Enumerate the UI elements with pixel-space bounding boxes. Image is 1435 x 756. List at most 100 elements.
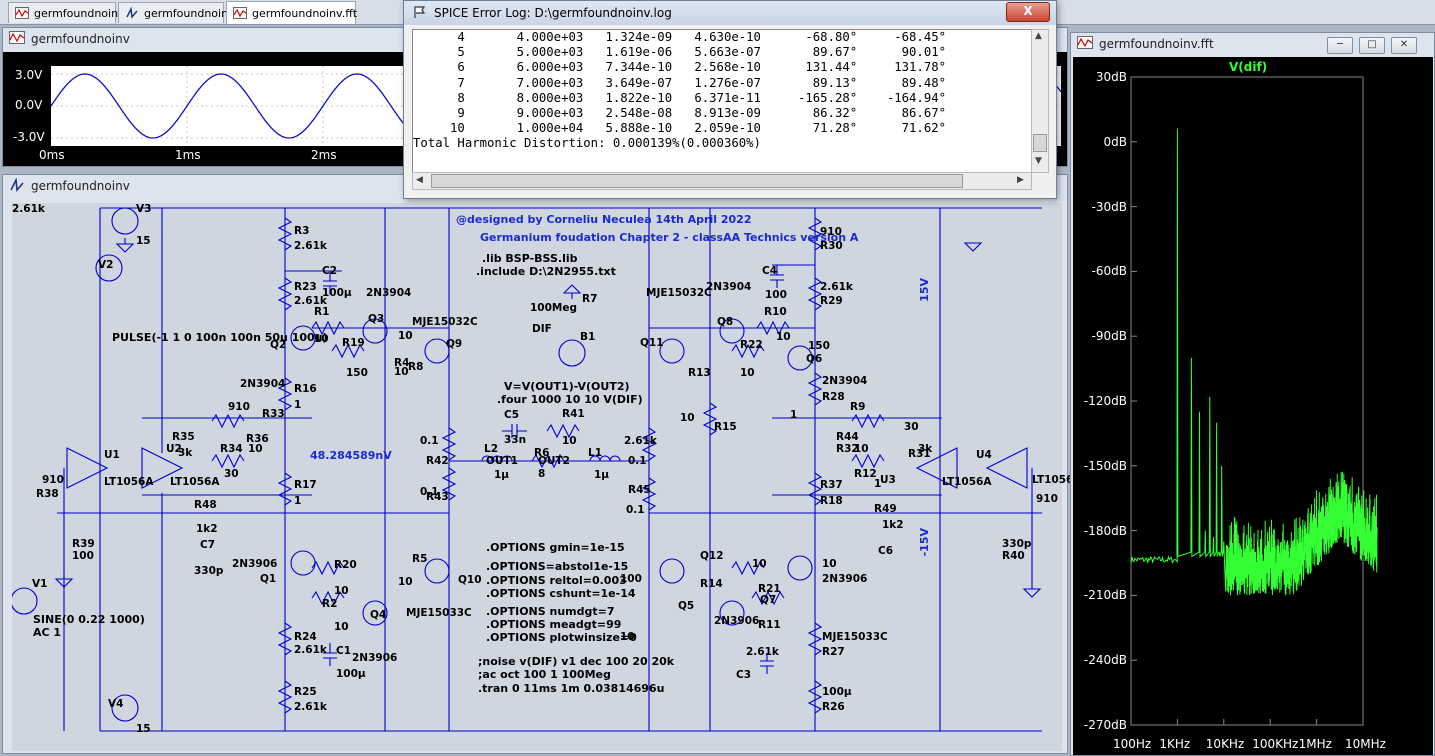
component-label: Q12 xyxy=(700,550,724,562)
component-label: Q9 xyxy=(446,338,463,350)
component-label: 2N3904 xyxy=(822,375,868,387)
component-label: Q4 xyxy=(370,609,387,621)
y-tick-label: -3.0V xyxy=(13,130,45,144)
tab-waveform[interactable]: germfoundnoinv xyxy=(8,2,125,23)
component-label: 30 xyxy=(224,468,239,480)
component-label: R27 xyxy=(822,646,845,658)
scroll-thumb[interactable] xyxy=(431,174,963,188)
option-line: .OPTIONS=abstol1e-15 xyxy=(486,560,629,574)
close-button[interactable]: ✕ xyxy=(1391,37,1417,54)
y-tick-label: -120dB xyxy=(1083,394,1127,408)
directive-line: ;ac oct 100 1 100Meg xyxy=(478,668,611,682)
component-label: R21 xyxy=(758,583,781,595)
component-label: MJE15033C xyxy=(822,631,888,643)
component-label: U2 xyxy=(166,443,182,455)
window-titlebar: germfoundnoinv xyxy=(3,28,1067,50)
component-label: Q8 xyxy=(717,316,734,328)
component-label: R39 xyxy=(72,538,95,550)
thd-line: Total Harmonic Distortion: 0.000139%(0.0… xyxy=(413,136,761,151)
tab-schematic[interactable]: germfoundnoinv xyxy=(118,2,235,23)
component-label: C3 xyxy=(736,669,752,681)
maximize-button[interactable]: □ xyxy=(1359,37,1385,54)
y-tick-label: -150dB xyxy=(1083,458,1127,473)
scroll-up-icon[interactable]: ▲ xyxy=(1035,31,1042,41)
sine-source: SINE(0 0.22 1000) xyxy=(33,613,145,626)
scroll-left-icon[interactable]: ◀ xyxy=(416,175,423,185)
close-button[interactable]: X xyxy=(1006,2,1050,22)
component-label: R23 xyxy=(294,281,317,293)
component-label: R16 xyxy=(294,383,317,395)
x-tick-label: 100KHz xyxy=(1252,737,1299,751)
scroll-thumb[interactable] xyxy=(1033,134,1047,152)
component-label: Q10 xyxy=(458,574,482,586)
x-tick-label: 10KHz xyxy=(1205,737,1245,751)
window-title: germfoundnoinv.fft xyxy=(1099,37,1214,51)
component-label: 1k2 xyxy=(882,519,904,531)
component-label: R41 xyxy=(562,408,585,420)
minimize-button[interactable]: ─ xyxy=(1327,37,1353,54)
component-label: R2 xyxy=(322,598,338,610)
component-label: 100 xyxy=(765,289,787,301)
component-label: 2.61k xyxy=(624,435,657,447)
log-text[interactable]: 4 4.000e+03 1.324e-09 4.630e-10 -68.80° … xyxy=(412,29,1032,173)
component-label: LT1056A xyxy=(942,476,992,488)
window-titlebar: germfoundnoinv.fft xyxy=(1071,33,1434,55)
component-label: 910 xyxy=(42,474,64,486)
flag-icon xyxy=(412,5,428,22)
rail-neg-label: -15V xyxy=(918,528,931,557)
schematic-canvas[interactable]: @designed by Corneliu Neculea 14th April… xyxy=(12,203,1081,751)
component-label: R5 xyxy=(412,553,428,565)
horizontal-scrollbar[interactable]: ◀ ▶ xyxy=(412,172,1032,190)
log-row: 5 5.000e+03 1.619e-06 5.663e-07 89.67° 9… xyxy=(413,45,947,60)
component-label: R9 xyxy=(850,401,866,413)
component-label: C7 xyxy=(200,539,216,551)
component-label: Q2 xyxy=(270,339,287,351)
component-label: 0.1 xyxy=(420,435,439,447)
y-tick-label: 3.0V xyxy=(15,68,43,82)
fft-trace xyxy=(1130,76,1378,726)
window-title: germfoundnoinv xyxy=(31,32,130,46)
y-tick-label: -180dB xyxy=(1083,523,1127,538)
component-label: C6 xyxy=(878,545,894,557)
component-label: R31 xyxy=(908,448,931,460)
component-label: R1 xyxy=(314,306,330,318)
component-label: R12 xyxy=(854,468,877,480)
component-label: 0.1 xyxy=(420,486,439,498)
y-tick-label: -90dB xyxy=(1091,329,1127,344)
tab-fft[interactable]: germfoundnoinv.fft xyxy=(226,1,358,24)
log-row: 7 7.000e+03 3.649e-07 1.276e-07 89.13° 8… xyxy=(413,75,947,90)
schematic-icon xyxy=(125,6,139,19)
component-label: V4 xyxy=(108,698,124,710)
component-label: 10 xyxy=(854,443,869,455)
directive-line: ;noise v(DIF) v1 dec 100 20 20k xyxy=(478,655,675,668)
y-tick-label: 0.0V xyxy=(15,98,43,112)
component-label: 2.61k xyxy=(294,644,327,656)
design-subtitle: Germanium foudation Chapter 2 - classAA … xyxy=(480,231,859,244)
component-label: 3k xyxy=(918,443,933,455)
scroll-down-icon[interactable]: ▼ xyxy=(1035,156,1042,166)
component-label: R17 xyxy=(294,479,317,491)
component-label: 2.61k xyxy=(294,295,327,307)
waveform-icon xyxy=(15,7,29,19)
component-label: R10 xyxy=(764,306,787,318)
component-label: 10 xyxy=(776,331,791,343)
component-label: R20 xyxy=(334,559,357,571)
component-label: U3 xyxy=(880,474,896,486)
directive-line: .tran 0 11ms 1m 0.03814696u xyxy=(478,681,665,695)
component-label: 100µ xyxy=(336,668,366,680)
component-label: R13 xyxy=(688,367,711,379)
component-label: 2N3904 xyxy=(366,287,412,299)
tab-label: germfoundnoinv.fft xyxy=(252,6,358,20)
ac-source: AC 1 xyxy=(33,626,62,639)
component-label: 100µ xyxy=(322,287,352,299)
scroll-right-icon[interactable]: ▶ xyxy=(1017,175,1024,185)
component-label: 10 xyxy=(822,558,837,570)
vertical-scrollbar[interactable]: ▲ ▼ xyxy=(1031,29,1049,173)
option-line: .OPTIONS cshunt=1e-14 xyxy=(486,587,636,601)
expr-directive: V=V(OUT1)-V(OUT2) xyxy=(504,380,630,393)
component-label: R24 xyxy=(294,631,317,643)
window-title: germfoundnoinv xyxy=(31,179,130,193)
component-label: LT1056A xyxy=(170,476,220,488)
